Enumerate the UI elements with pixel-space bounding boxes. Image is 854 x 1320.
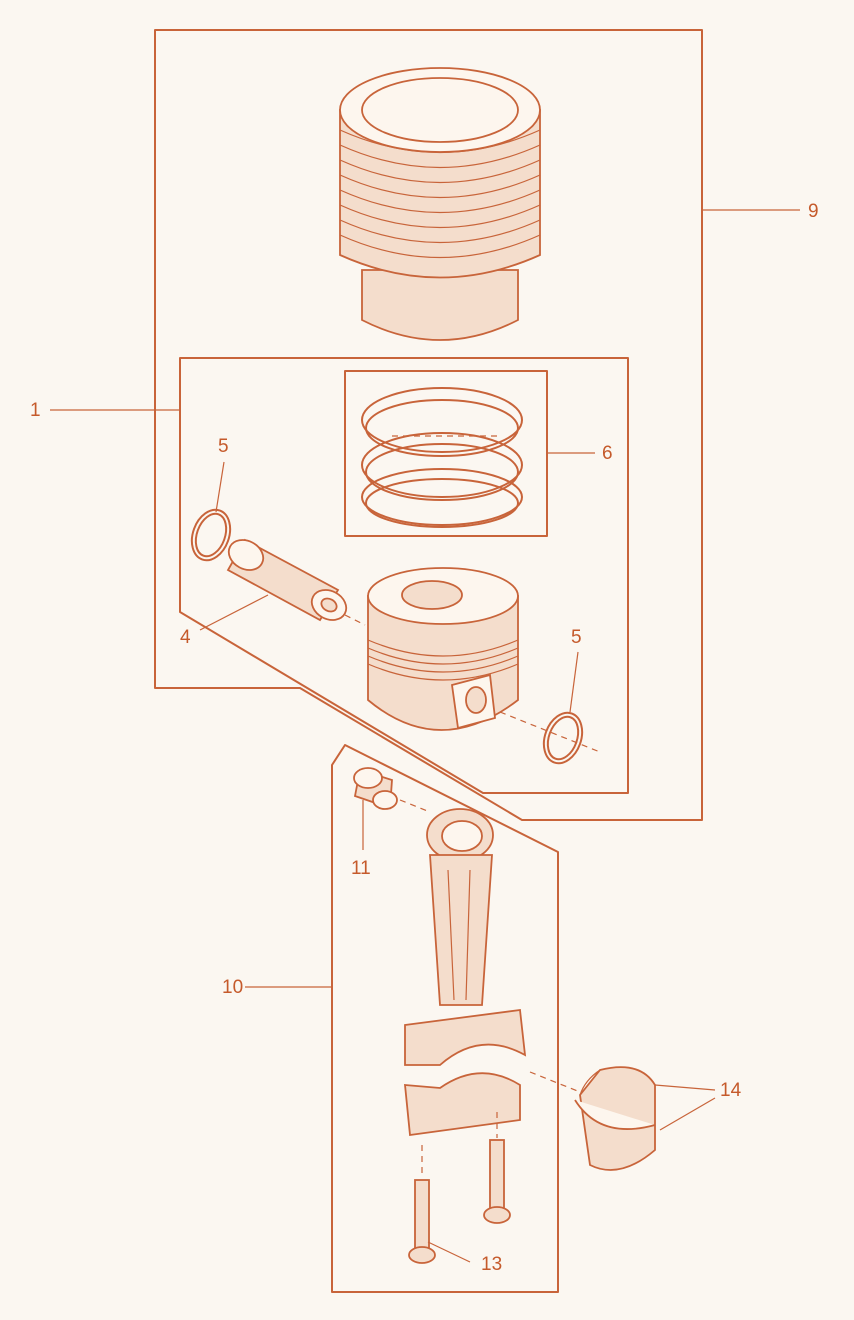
callout-6: 6: [602, 443, 613, 464]
small-end-bushing: [353, 767, 431, 813]
rod-bolt-left: [408, 1145, 436, 1264]
big-end-bearing-shells: [574, 1066, 656, 1171]
callout-11: 11: [351, 858, 371, 879]
callout-5-left: 5: [218, 436, 229, 457]
group-frame-9: [154, 29, 703, 821]
circlip-left: [190, 508, 232, 562]
callout-1: 1: [30, 400, 41, 421]
group-frame-1: [179, 357, 629, 794]
group-frame-10: [331, 744, 559, 1293]
callout-13: 13: [481, 1254, 503, 1275]
leader-lines: [50, 209, 800, 1263]
piston-pin: [226, 538, 366, 626]
cylinder-liner: [339, 67, 541, 341]
piston: [367, 567, 519, 731]
circlip-right: [499, 711, 601, 765]
callout-4: 4: [180, 627, 191, 648]
connecting-rod: [404, 808, 527, 1066]
rod-cap: [403, 1071, 581, 1137]
callout-10: 10: [222, 977, 244, 998]
callout-9: 9: [808, 201, 819, 222]
rod-bolt-right: [483, 1112, 511, 1224]
piston-rings: [361, 387, 523, 528]
callout-14: 14: [720, 1080, 742, 1101]
callout-5-right: 5: [571, 627, 582, 648]
